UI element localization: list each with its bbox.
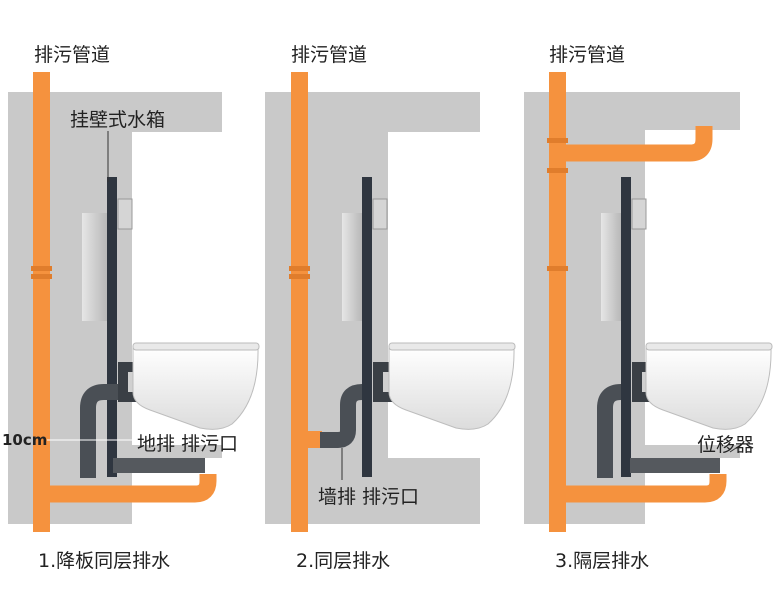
toilet-lid <box>645 342 773 351</box>
sewer-pipe-label: 排污管道 <box>291 44 368 66</box>
flush-plate <box>117 198 133 230</box>
toilet-bowl <box>388 347 515 430</box>
pipe-joint <box>547 168 568 173</box>
sewer-pipe-upper-branch <box>557 126 713 162</box>
sewer-pipe-vertical <box>549 72 566 532</box>
floor-outlet-label: 地排 排污口 <box>137 433 239 455</box>
pipe-joint <box>31 274 52 279</box>
caption-2: 2.同层排水 <box>296 550 391 572</box>
shifter-leader-line <box>729 443 743 453</box>
sewer-pipe-label: 排污管道 <box>549 44 626 66</box>
pipe-joint <box>547 138 568 143</box>
sewer-pipe-vertical <box>33 72 50 532</box>
toilet-bowl <box>645 347 772 430</box>
sewer-pipe-label: 排污管道 <box>34 44 111 66</box>
sewer-pipe-vertical <box>291 72 308 532</box>
panel-3 <box>524 72 773 532</box>
wall-outlet-label: 墙排 排污口 <box>318 486 420 508</box>
pipe-joint <box>547 266 568 271</box>
drain-elbow <box>320 384 363 448</box>
panel-2 <box>265 72 516 532</box>
wall-mount-frame <box>362 177 372 477</box>
shifter-pipe <box>630 458 720 473</box>
wall-mount-frame <box>107 177 117 477</box>
wall-mount-frame <box>621 177 631 477</box>
flush-plate <box>372 198 388 230</box>
wall-tank <box>82 213 107 321</box>
toilet-lid <box>388 342 516 351</box>
wall-tank <box>342 213 362 321</box>
drain-elbow <box>80 384 132 478</box>
wall-branch-pipe <box>300 431 322 448</box>
pipe-joint <box>31 266 52 271</box>
wall-section <box>524 92 740 524</box>
wall-section <box>265 92 480 524</box>
caption-3: 3.隔层排水 <box>555 550 650 572</box>
caption-1: 1.降板同层排水 <box>38 550 171 572</box>
toilet-lid <box>132 342 260 351</box>
sewer-pipe-floor-branch <box>42 474 217 503</box>
drain-elbow <box>597 384 622 478</box>
sewer-pipe-floor-branch <box>557 474 727 503</box>
drain-horizontal <box>113 458 205 473</box>
pipe-joint <box>289 274 310 279</box>
flush-plate <box>631 198 647 230</box>
toilet-bowl <box>132 347 259 430</box>
wall-tank <box>601 213 621 321</box>
wall-tank-label: 挂壁式水箱 <box>70 109 166 131</box>
height-label: 10cm <box>2 431 48 449</box>
pipe-joint <box>289 266 310 271</box>
shifter-label: 位移器 <box>697 434 755 456</box>
panel-1 <box>8 72 260 532</box>
